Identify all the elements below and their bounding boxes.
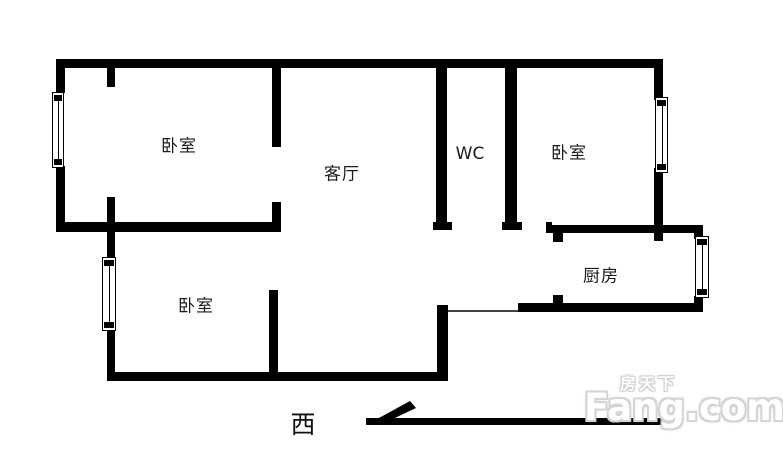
wall-kitchen-door-jamb-bottom xyxy=(553,295,563,303)
wall-wc-right-cap xyxy=(502,222,522,230)
wall-livingroom-left-lower xyxy=(272,202,281,232)
wall-kitchen-right-lower xyxy=(694,296,703,312)
room-label-bedroom-bottom-left: 卧室 xyxy=(178,296,214,317)
wall-hall-vertical xyxy=(437,305,448,381)
wall-kitchen-right-upper xyxy=(694,225,703,239)
watermark-en-text: Fang.com xyxy=(584,386,783,429)
wall-divider-bedrooms xyxy=(56,222,280,232)
window-bedroom-top-left xyxy=(52,92,64,168)
wall-kitchen-door-jamb-top xyxy=(553,233,563,242)
window-bedroom-top-right xyxy=(655,97,668,173)
window-bedroom-bottom-left xyxy=(102,257,116,331)
window-pane-line xyxy=(661,106,663,164)
wall-wc-left xyxy=(436,68,447,222)
wall-bedroom3-left-upper xyxy=(107,197,115,260)
window-sill-bottom xyxy=(104,322,114,328)
wall-top-stub xyxy=(107,68,115,87)
room-label-kitchen: 厨房 xyxy=(583,266,619,287)
watermark-cn-text: 房天下 xyxy=(620,374,678,393)
entry-threshold-line xyxy=(448,310,518,312)
window-sill-top xyxy=(697,239,707,245)
compass-west-label: 西 xyxy=(290,410,316,439)
wall-left-upper xyxy=(56,59,65,93)
window-sill-top xyxy=(104,260,114,266)
wall-bedroom3-right xyxy=(269,290,278,381)
room-label-living-room: 客厅 xyxy=(324,164,360,185)
wall-bedroom3-left-lower xyxy=(107,329,115,381)
wall-top xyxy=(56,59,663,68)
wall-wc-left-cap xyxy=(433,222,452,230)
wall-kitchen-top xyxy=(546,225,703,233)
window-sill-bottom xyxy=(54,159,62,165)
window-sill-top xyxy=(54,95,62,101)
room-label-wc: WC xyxy=(455,144,485,164)
window-pane-line xyxy=(58,101,59,159)
wall-bedroom2-right-upper xyxy=(654,59,663,100)
window-kitchen xyxy=(695,236,709,298)
wall-bedroom2-right-lower xyxy=(654,168,663,241)
room-label-bedroom-top-right: 卧室 xyxy=(551,143,587,164)
west-arrow-icon xyxy=(366,401,663,425)
wall-kitchen-bottom xyxy=(518,303,703,312)
wall-left-lower xyxy=(56,166,65,232)
room-label-bedroom-top-left: 卧室 xyxy=(161,136,197,157)
window-pane-line xyxy=(702,245,703,289)
wall-kitchen-top-cap xyxy=(546,222,552,233)
wall-wc-right xyxy=(505,68,517,222)
window-pane-line xyxy=(109,266,110,322)
wall-livingroom-left-upper xyxy=(272,68,281,147)
watermark: 房天下 Fang.com xyxy=(584,374,783,429)
window-sill-top xyxy=(657,100,666,106)
window-sill-bottom xyxy=(657,164,666,170)
window-sill-bottom xyxy=(697,289,707,295)
